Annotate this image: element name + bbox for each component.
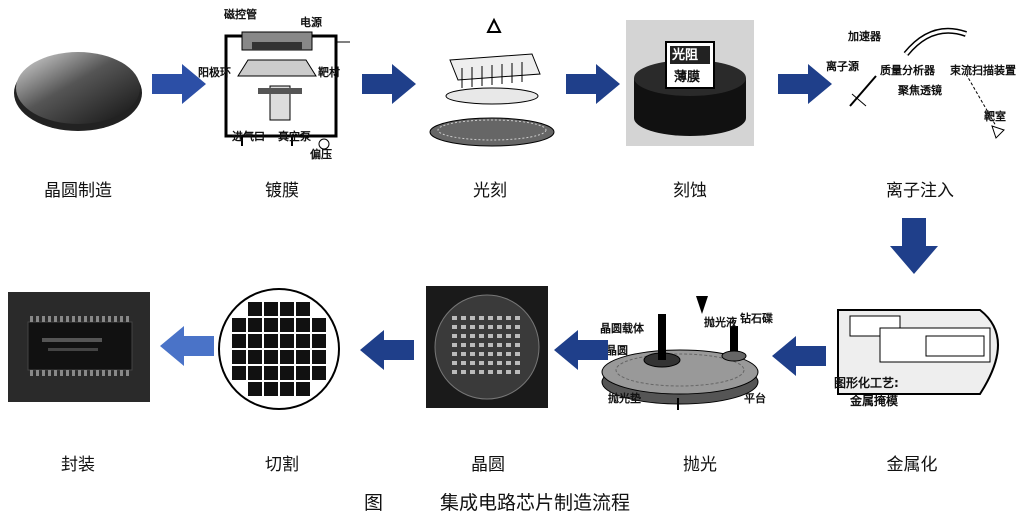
- label-metal-mask: 金属掩模: [850, 394, 899, 408]
- figure-caption: 图 集成电路芯片制造流程: [0, 488, 1026, 516]
- label-vacuum-pump: 真空泵: [278, 130, 311, 143]
- dicing-icon: [218, 288, 340, 410]
- caption-title: 集成电路芯片制造流程: [440, 492, 631, 514]
- label-mass-analyzer: 质量分析器: [880, 64, 935, 77]
- flow-arrow-left-icon: [360, 330, 414, 370]
- wafer-icon: [14, 52, 142, 131]
- step-label-wafer: 晶圆: [471, 455, 505, 475]
- polishing-icon: [601, 296, 759, 410]
- flow-arrow-down-icon: [890, 218, 938, 274]
- label-patterning: 图形化工艺:: [834, 376, 899, 390]
- flow-arrow-left-icon: [554, 330, 608, 370]
- flow-arrow-right-icon: [778, 64, 832, 104]
- label-gas-inlet: 进气口: [232, 130, 265, 143]
- label-target: 靶材: [318, 66, 340, 79]
- wafer-die-grid-icon: [426, 286, 548, 408]
- step-label-dicing: 切割: [265, 455, 299, 475]
- step-label-metallization: 金属化: [886, 455, 938, 475]
- caption-prefix: 图: [364, 492, 384, 514]
- label-beam-scan: 束流扫描装置: [950, 64, 1016, 77]
- step-label-coating: 镀膜: [265, 181, 299, 201]
- label-slurry: 抛光液: [704, 316, 737, 329]
- label-accelerator: 加速器: [848, 30, 881, 43]
- label-wafer-carrier: 晶圆载体: [600, 322, 644, 335]
- flow-arrow-left-icon: [160, 326, 214, 366]
- label-ion-source: 离子源: [826, 60, 859, 73]
- label-focus-lens: 聚焦透镜: [898, 84, 942, 97]
- metallization-icon: [837, 309, 999, 395]
- label-wafer: 晶圆: [606, 344, 628, 357]
- flow-arrow-right-icon: [566, 64, 620, 104]
- label-anode-ring: 阳极环: [198, 66, 231, 79]
- step-label-ion-implant: 离子注入: [886, 181, 954, 201]
- label-resist: 光阻: [672, 48, 699, 63]
- sputter-chamber-icon: [224, 31, 350, 150]
- label-magnetron: 磁控管: [224, 8, 257, 21]
- step-label-lithography: 光刻: [473, 181, 507, 201]
- label-target-chamber: 靶室: [984, 110, 1006, 123]
- chip-package-icon: [8, 292, 150, 402]
- step-label-etching: 刻蚀: [673, 181, 707, 201]
- etching-icon: [626, 20, 754, 146]
- label-platform: 平台: [744, 392, 766, 405]
- label-film: 薄膜: [674, 70, 701, 85]
- flow-arrow-left-icon: [772, 336, 826, 376]
- label-power: 电源: [300, 16, 322, 29]
- lithography-icon: [429, 17, 555, 147]
- step-label-wafer-fab: 晶圆制造: [44, 181, 112, 201]
- step-label-packaging: 封装: [61, 455, 95, 475]
- label-bias: 偏压: [310, 148, 332, 161]
- flow-arrow-right-icon: [152, 64, 206, 104]
- step-label-polishing: 抛光: [683, 455, 717, 475]
- label-pad: 抛光垫: [608, 392, 641, 405]
- flow-arrow-right-icon: [362, 64, 416, 104]
- label-diamond-disc: 钻石碟: [740, 312, 773, 325]
- ion-implant-icon: [849, 27, 1005, 139]
